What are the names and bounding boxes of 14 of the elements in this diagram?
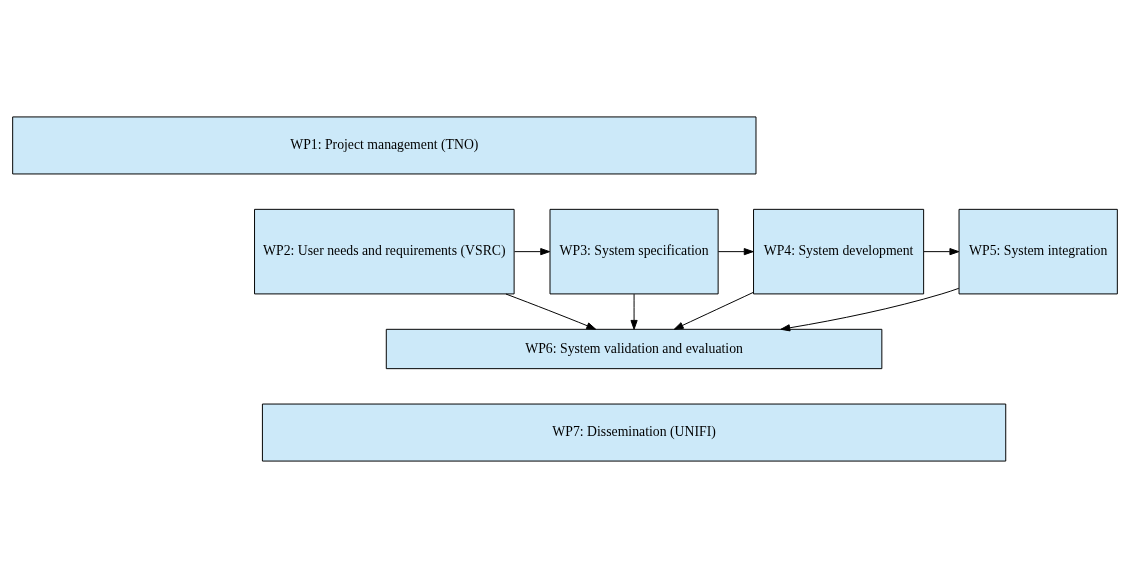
node-box: WP2: User needs and requirements (VSRC) xyxy=(254,208,515,294)
arrow xyxy=(630,293,638,330)
node-box: WP4: System development xyxy=(753,208,925,294)
arrow xyxy=(923,247,960,255)
node-box: WP1: Project management (TNO) xyxy=(12,115,757,174)
arrow xyxy=(717,247,754,255)
arrow xyxy=(505,293,597,330)
node-box: WP3: System specification xyxy=(549,208,719,294)
arrow xyxy=(514,247,551,255)
arrow xyxy=(780,287,960,331)
node-box: WP5: System integration xyxy=(958,208,1118,294)
arrow xyxy=(673,291,754,330)
node-box: WP7: Dissemination (UNIFI) xyxy=(261,403,1007,462)
node-box: WP6: System validation and evaluation xyxy=(385,328,883,369)
